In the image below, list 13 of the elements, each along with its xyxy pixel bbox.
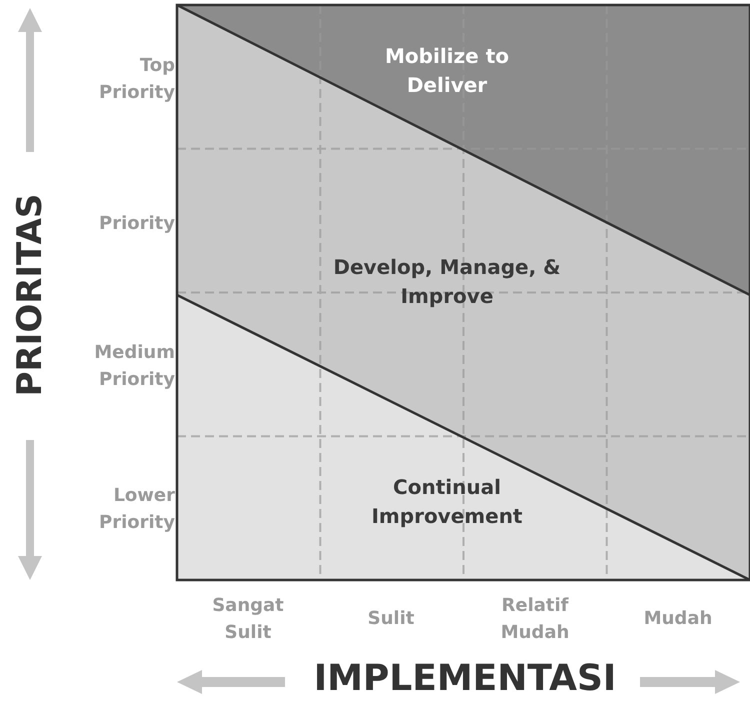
axis-tick-label: Sangat Sulit <box>211 594 285 645</box>
zone-label: Develop, Manage, & Improve <box>322 253 572 311</box>
zone-label: Continual Improvement <box>347 473 547 531</box>
axis-tick-label: Lower Priority <box>98 484 175 535</box>
axis-title: IMPLEMENTASI <box>312 658 618 700</box>
axis-tick-label: Sulit <box>366 607 416 631</box>
axis-tick-label: Mudah <box>642 607 714 631</box>
axis-tick-label: Medium Priority <box>93 341 175 392</box>
axis-title: PRIORITAS <box>10 192 50 398</box>
axis-tick-label: Relatif Mudah <box>500 594 570 645</box>
axis-tick-label: Priority <box>98 212 175 236</box>
zone-label: Mobilize to Deliver <box>372 42 522 100</box>
axis-tick-label: Top Priority <box>98 54 175 105</box>
